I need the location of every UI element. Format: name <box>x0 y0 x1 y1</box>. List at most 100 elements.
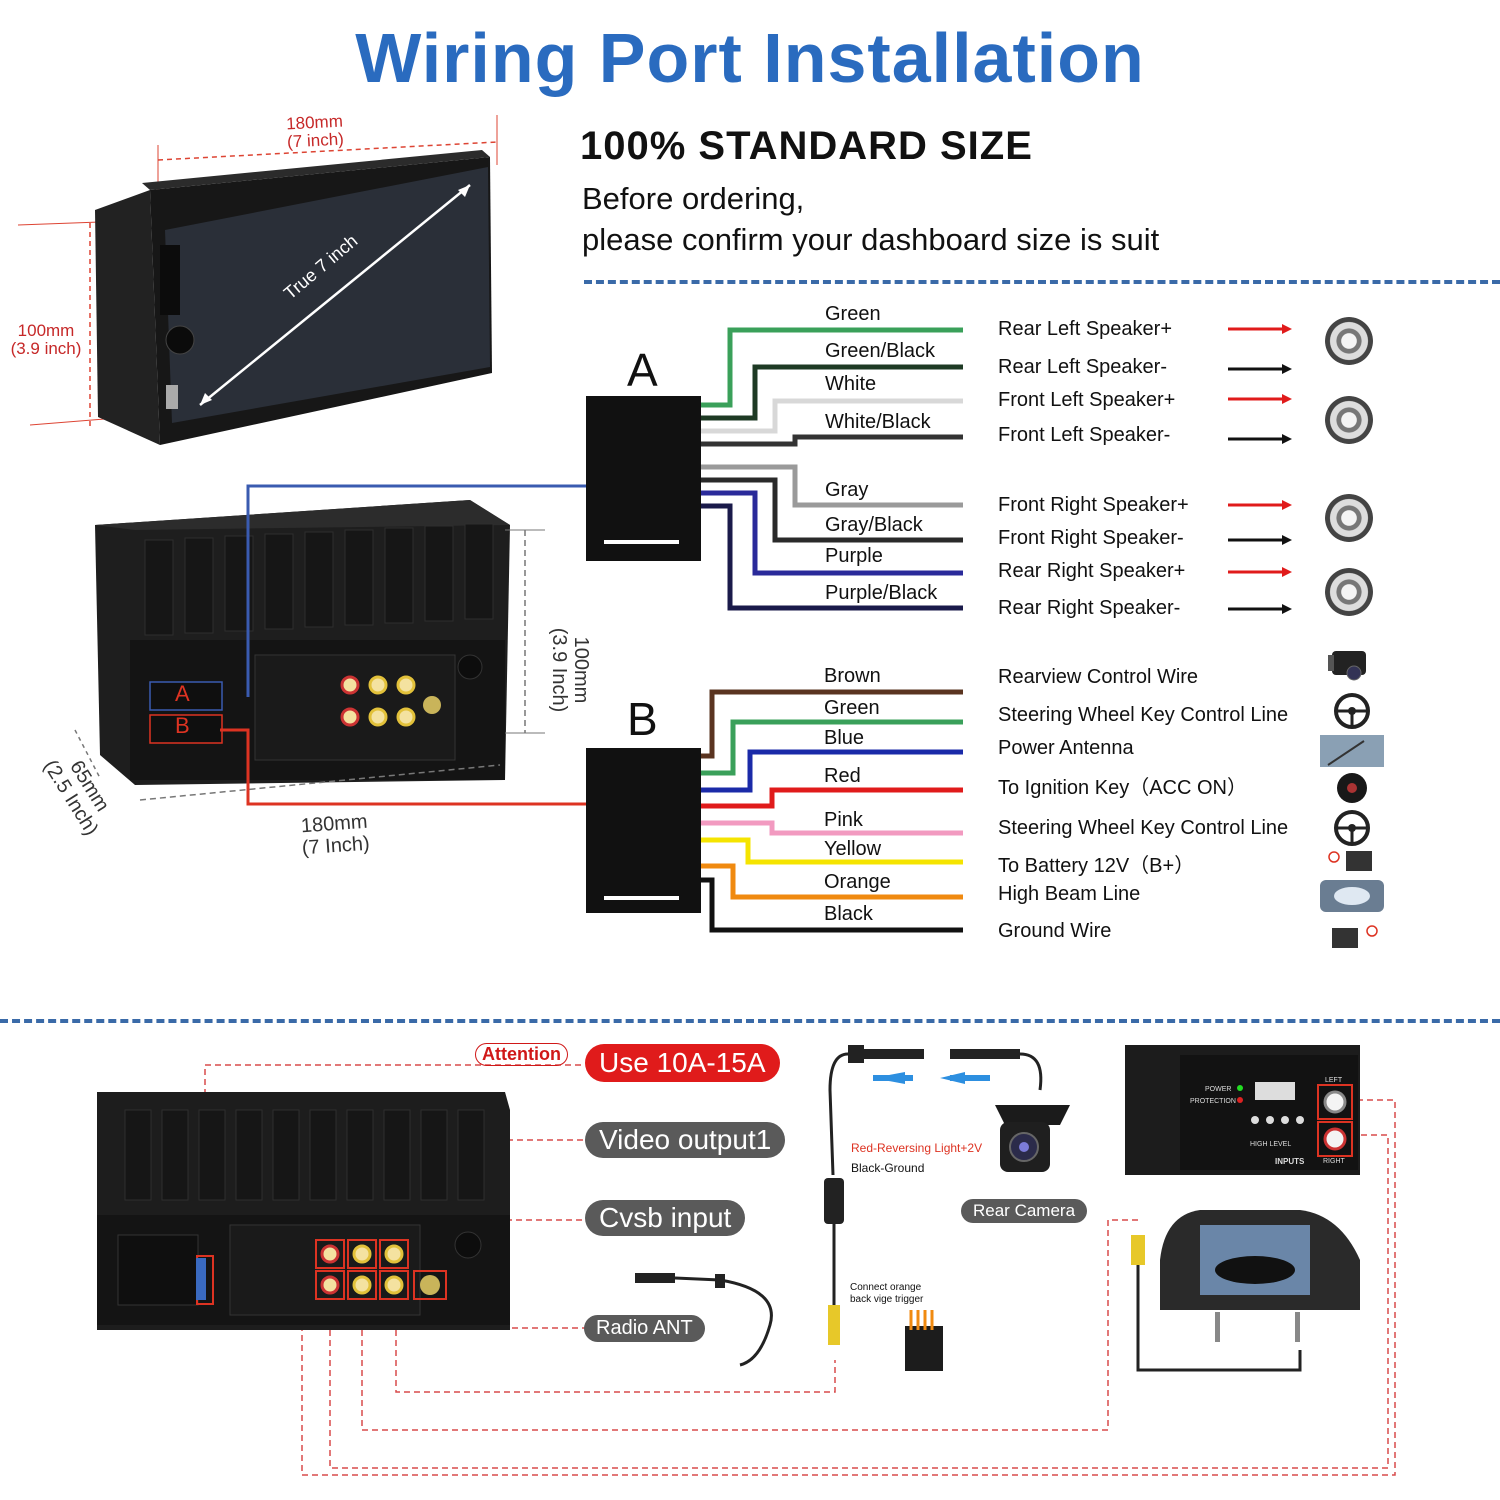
amp-inputs-label: INPUTS <box>1275 1157 1305 1166</box>
connector-a-arrowhead-3 <box>1282 394 1292 404</box>
ignition-key-icon <box>1337 773 1367 803</box>
connector-a-wire-5 <box>701 464 963 508</box>
divider-bottom <box>0 1019 1500 1023</box>
connector-b-wire-4 <box>701 787 963 809</box>
wire-a-function-7: Rear Right Speaker+ <box>998 560 1186 582</box>
front-right-speaker-icon <box>1325 494 1373 542</box>
connector-b-wire-5 <box>701 820 963 836</box>
wire-b-color-1: Brown <box>824 665 881 687</box>
wire-b-color-6: Yellow <box>824 838 882 860</box>
wiring-harness-diagram <box>220 324 1292 933</box>
connector-b-wire-6 <box>701 837 963 865</box>
connector-a-arrowhead-8 <box>1282 604 1292 614</box>
connector-a <box>586 396 701 561</box>
black-ground-label: Black-Ground <box>851 1161 925 1175</box>
wire-a-function-5: Front Right Speaker+ <box>998 494 1189 516</box>
rear-camera-pill: Rear Camera <box>961 1199 1088 1223</box>
wire-b-color-4: Red <box>824 765 861 787</box>
connector-a-arrowhead-6 <box>1282 535 1292 545</box>
standard-size-heading: 100% STANDARD SIZE <box>580 124 1033 168</box>
connector-b-wire-7 <box>701 863 963 900</box>
connector-b-notch <box>604 896 679 900</box>
wire-b-function-6: To Battery 12V（B+） <box>998 855 1195 877</box>
connector-b-wire-3 <box>701 749 963 793</box>
standard-note-line1: Before ordering, <box>582 181 805 216</box>
headlight-icon <box>1320 880 1384 912</box>
amp-protection-label: PROTECTION <box>1190 1098 1236 1105</box>
wire-b-color-8: Black <box>824 903 873 925</box>
connector-a-wire-8 <box>701 503 963 611</box>
wire-b-function-2: Steering Wheel Key Control Line <box>998 704 1289 726</box>
wire-a-color-4: White/Black <box>825 411 931 433</box>
rear-left-speaker-icon <box>1325 317 1373 365</box>
wire-a-color-6: Gray/Black <box>825 514 923 536</box>
battery-ground-icon <box>1332 925 1378 948</box>
amp-high-level-label: HIGH LEVEL <box>1250 1141 1292 1148</box>
red-reversing-label: Red-Reversing Light+2V <box>851 1141 983 1155</box>
wire-a-function-1: Rear Left Speaker+ <box>998 318 1172 340</box>
divider-top <box>584 280 1500 284</box>
wire-a-color-2: Green/Black <box>825 340 936 362</box>
connector-b-icons <box>1320 651 1384 948</box>
connector-a-arrowhead-2 <box>1282 364 1292 374</box>
wire-a-color-7: Purple <box>825 545 883 567</box>
amp-left-label: LEFT <box>1325 1077 1343 1084</box>
connector-b-letter: B <box>627 693 658 745</box>
amp-right-label: RIGHT <box>1323 1158 1345 1165</box>
wire-a-function-3: Front Left Speaker+ <box>998 389 1176 411</box>
connector-a-notch <box>604 540 679 544</box>
steering-wheel-icon <box>1334 810 1370 846</box>
wire-b-color-7: Orange <box>824 871 891 893</box>
wire-b-function-8: Ground Wire <box>998 920 1112 942</box>
fuse-rating-pill: Use 10A-15A <box>585 1044 780 1082</box>
amp-power-label: POWER <box>1205 1086 1232 1093</box>
orange-note-line1: Connect orange <box>850 1282 922 1293</box>
back-port-b-label: B <box>175 713 190 738</box>
front-height-mm: 100mm <box>17 321 75 340</box>
wire-a-function-4: Front Left Speaker- <box>998 424 1171 446</box>
orange-note-line2: back vige trigger <box>850 1294 924 1305</box>
wire-b-function-3: Power Antenna <box>998 737 1134 759</box>
connector-a-arrowhead-1 <box>1282 324 1292 334</box>
connector-a-arrowhead-7 <box>1282 567 1292 577</box>
wire-b-function-1: Rearview Control Wire <box>998 666 1199 688</box>
wire-a-color-1: Green <box>825 303 881 325</box>
camera-icon <box>1328 651 1366 681</box>
wire-b-function-7: High Beam Line <box>998 883 1141 905</box>
wire-b-color-2: Green <box>824 697 880 719</box>
wire-a-function-6: Front Right Speaker- <box>998 527 1184 549</box>
connector-a-wire-3 <box>701 398 963 434</box>
connector-a-wire-2 <box>701 364 963 421</box>
wire-a-color-8: Purple/Black <box>825 582 938 604</box>
connector-a-arrowhead-5 <box>1282 500 1292 510</box>
radio-ant-pill: Radio ANT <box>584 1315 705 1342</box>
wire-a-function-8: Rear Right Speaker- <box>998 597 1181 619</box>
connector-a-wire-7 <box>701 490 963 576</box>
attention-badge: Attention <box>475 1043 568 1066</box>
connector-a-wire-1 <box>701 327 963 408</box>
connector-b-wire-8 <box>701 877 963 933</box>
cvsb-input-pill: Cvsb input <box>585 1200 746 1236</box>
connector-b <box>586 748 701 913</box>
back-port-a-label: A <box>175 681 190 706</box>
antenna-icon <box>1320 735 1384 767</box>
page-title: Wiring Port Installation <box>355 19 1145 97</box>
battery-positive-icon <box>1328 851 1372 871</box>
wire-b-color-5: Pink <box>824 809 863 831</box>
rear-right-speaker-icon <box>1325 568 1373 616</box>
connector-a-arrowhead-4 <box>1282 434 1292 444</box>
connector-a-letter: A <box>627 344 658 396</box>
wire-a-function-2: Rear Left Speaker- <box>998 356 1167 378</box>
standard-note-line2: please confirm your dashboard size is su… <box>582 222 1160 257</box>
connector-a-wire-4 <box>701 434 963 447</box>
front-left-speaker-icon <box>1325 396 1373 444</box>
wire-b-function-4: To Ignition Key（ACC ON） <box>998 777 1247 799</box>
back-unit-illustration <box>74 500 545 801</box>
connector-b-wire-2 <box>701 719 963 776</box>
connector-b-wire-1 <box>701 689 963 759</box>
front-unit-illustration <box>17 115 498 445</box>
wire-b-color-3: Blue <box>824 727 865 749</box>
wire-a-color-5: Gray <box>825 479 869 501</box>
steering-wheel-icon <box>1334 693 1370 729</box>
connector-a-wire-6 <box>701 477 963 543</box>
